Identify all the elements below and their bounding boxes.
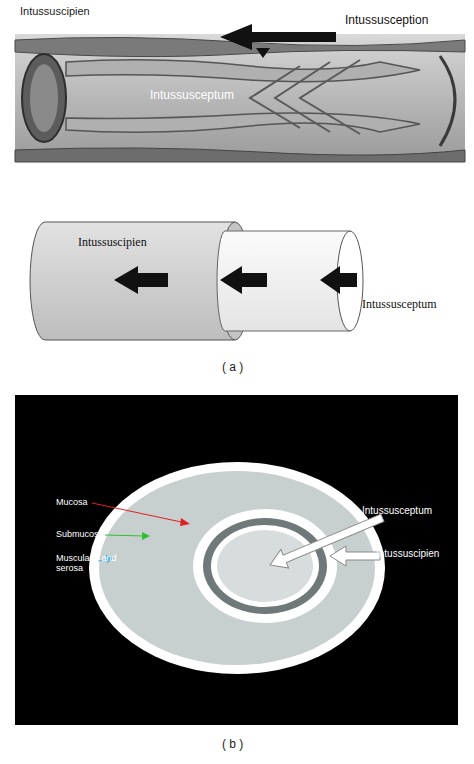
block-arrow [266,509,386,575]
inner-mucosa-ring [211,525,319,607]
inner-lumen [217,530,313,602]
lumen-opening [30,64,58,132]
layer-label: Submucosa [56,529,104,539]
panel-background [15,395,458,725]
direction-arrow [320,266,357,294]
serosa-ring [89,462,385,674]
bowel-wall [15,148,465,162]
bowel-end [440,56,455,146]
inner-muscle-ring [203,518,327,614]
leader-arrowhead [142,532,150,540]
inner-serosa-ring [193,509,337,623]
direction-arrow [114,266,168,294]
part-label: Intussusceptum [150,89,234,103]
block-arrow-shape [330,546,380,566]
lumen-opening [22,54,66,142]
leader-line [105,535,146,536]
fold-line [250,60,360,134]
block-arrow [330,546,380,566]
part-label: Intussuscipien [78,236,147,250]
fold [66,60,420,82]
layer-label: Muscularis and serosa [56,553,124,574]
leader-line [92,503,186,523]
panel-label: ( a ) [222,361,243,375]
outer-cylinder [30,222,235,340]
intestine-photo [15,0,465,162]
submucosa-area [99,471,375,665]
photo-background [15,0,465,162]
layer-label: Mucosa [56,497,88,507]
part-label: Intussuscipien [20,5,90,18]
part-label: Intussusceptum [362,298,437,312]
direction-arrow [220,266,267,294]
panel-label: ( b ) [222,738,243,752]
fold [66,113,420,132]
block-arrow-shape [266,509,386,575]
leader-arrowhead [180,518,190,526]
cross-section [15,395,458,725]
pointer-arrowhead [256,48,270,58]
cylinder-schematic [30,222,363,340]
pointer-arrow [220,24,336,50]
part-label: Intussuscipien [376,548,439,560]
part-label: Intussusception [345,14,428,28]
part-label: Intussusceptum [362,505,432,517]
